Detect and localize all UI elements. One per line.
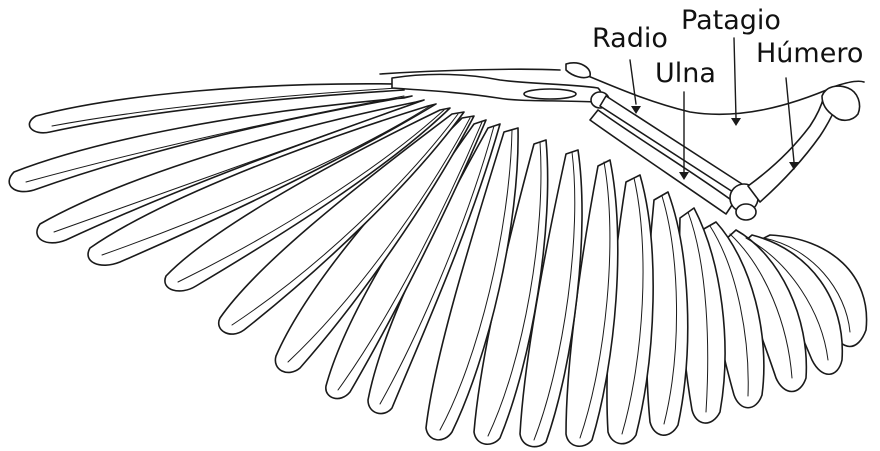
elbow-knob: [736, 204, 756, 220]
label-radio: Radio: [592, 25, 668, 52]
radius-bone: [600, 96, 742, 194]
label-humero: Húmero: [756, 40, 863, 67]
primary-feathers: [9, 84, 518, 440]
label-patagio: Patagio: [681, 7, 781, 34]
metacarpal-gap: [524, 89, 576, 99]
label-ulna: Ulna: [655, 60, 716, 87]
secondary-feathers: [474, 140, 867, 447]
radio-pointer: [630, 60, 636, 104]
patagium-edge: [380, 69, 560, 74]
digit: [566, 63, 590, 78]
humerus-bone: [748, 86, 860, 202]
patagio-pointer: [734, 38, 736, 118]
